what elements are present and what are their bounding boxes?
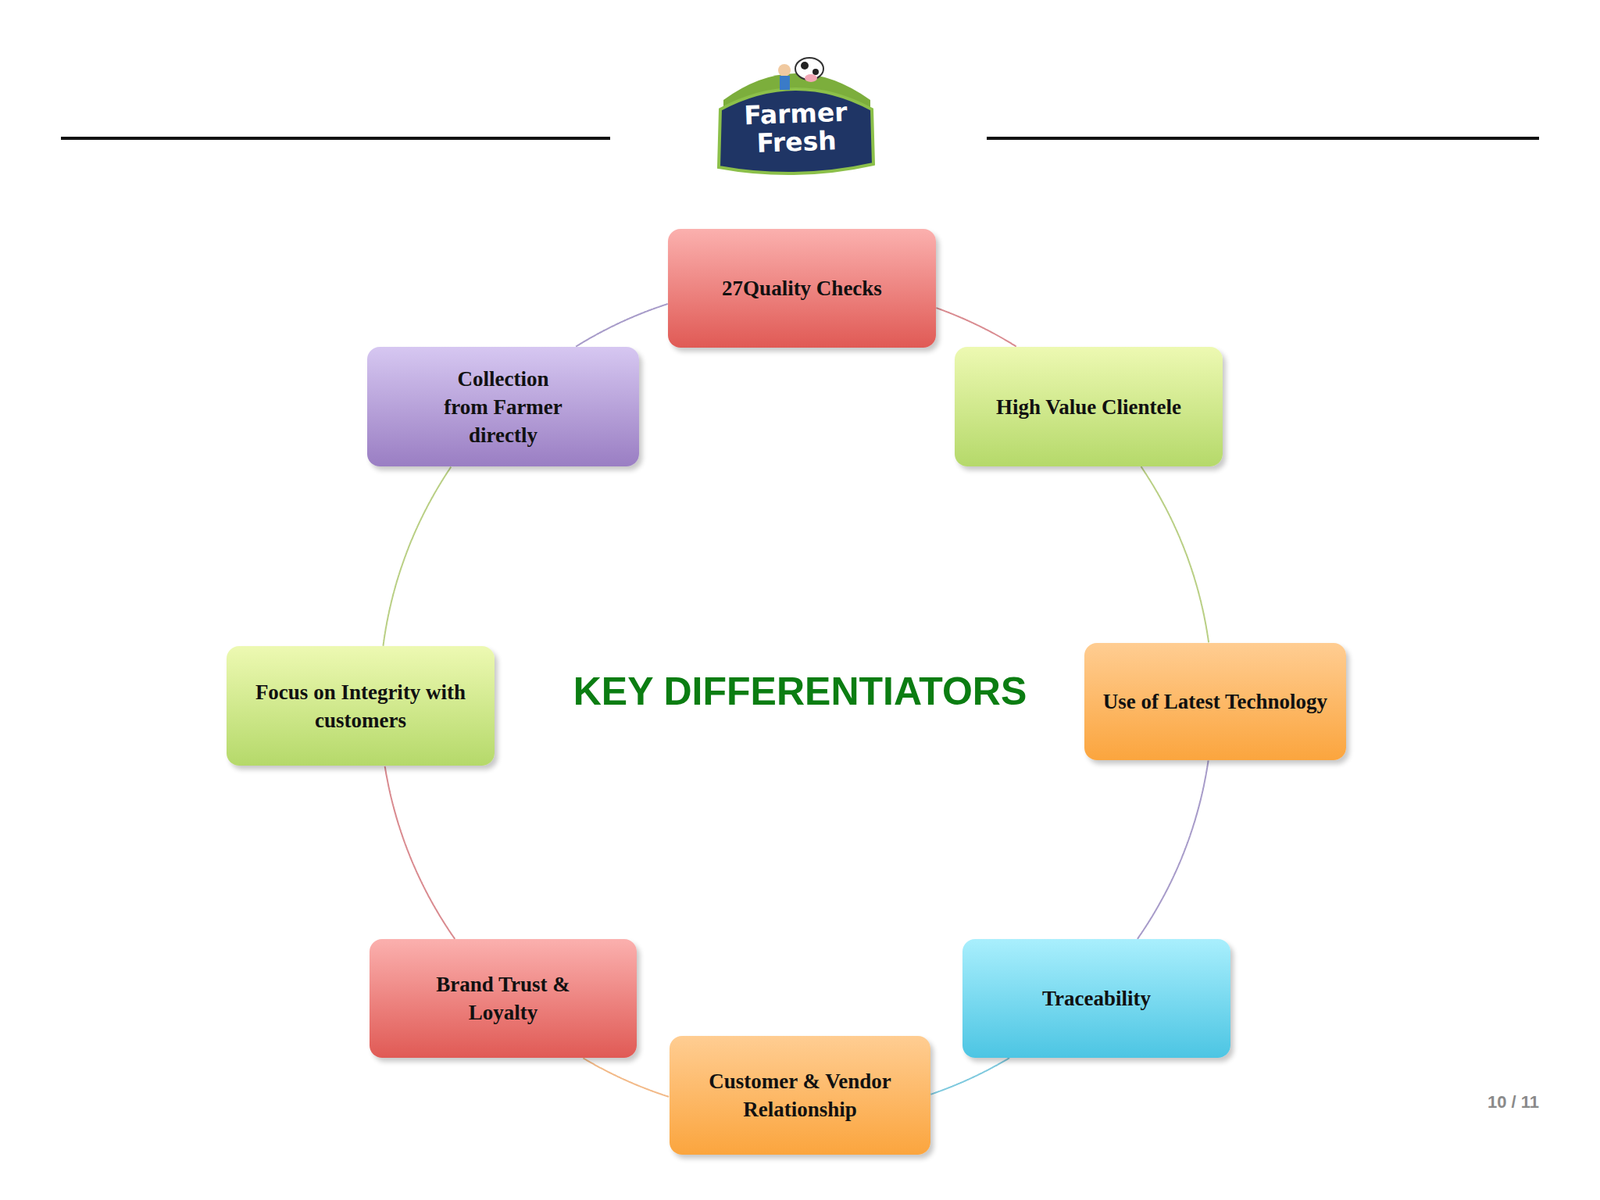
text-group: Traceability [1042, 984, 1151, 1013]
node-label: Collection from Farmer directly [436, 364, 570, 450]
logo-text: Farmer Fresh [728, 97, 864, 159]
process-box: Use of Latest Technology [1084, 642, 1347, 761]
process-box: Collection from Farmer directly [367, 346, 640, 467]
text-group: Use of Latest Technology [1103, 687, 1328, 716]
process-box: Focus on Integrity with customers [226, 646, 495, 766]
process-box: High Value Clientele [954, 346, 1223, 467]
text-group: 27Quality Checks [721, 274, 883, 303]
node-label: 27Quality Checks [721, 274, 883, 303]
text-group: Focus on Integrity with customers [239, 678, 483, 735]
process-box: Brand Trust & Loyalty [369, 939, 637, 1058]
header-rule [60, 136, 611, 140]
process-box: Customer & Vendor Relationship [669, 1035, 931, 1155]
process-box: Traceability [962, 939, 1231, 1058]
text-group: Customer & Vendor Relationship [694, 1067, 906, 1124]
cycle-connector [385, 766, 456, 940]
page-number: 10 / 11 [1460, 1092, 1540, 1113]
text-group: Collection from Farmer directly [436, 364, 570, 450]
header-rule [986, 136, 1540, 140]
node-label: Brand Trust & Loyalty [421, 970, 586, 1027]
node-label: Use of Latest Technology [1103, 687, 1328, 716]
cycle-connector [382, 467, 451, 647]
process-box: 27Quality Checks [667, 228, 936, 348]
cycle-connector [1141, 466, 1210, 643]
logo-badge [718, 57, 874, 174]
text-group: Brand Trust & Loyalty [421, 970, 586, 1027]
node-label: Traceability [1042, 984, 1151, 1013]
cycle-connector [935, 307, 1016, 347]
cycle-connector [930, 1057, 1010, 1095]
cycle-connector [583, 1057, 670, 1097]
diagram-title: KEY DIFFERENTIATORS [487, 668, 1113, 715]
node-label: Focus on Integrity with customers [239, 678, 483, 735]
node-label: Customer & Vendor Relationship [694, 1067, 906, 1124]
cycle-connector [575, 303, 668, 347]
node-label: High Value Clientele [996, 392, 1182, 422]
cycle-connector [1137, 760, 1209, 940]
text-group: High Value Clientele [996, 392, 1182, 422]
